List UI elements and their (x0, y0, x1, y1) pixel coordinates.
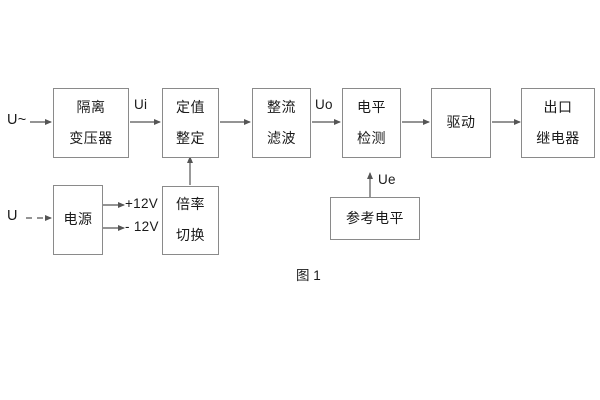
block-line: 隔离 (76, 98, 106, 115)
block-line: 切换 (176, 227, 205, 243)
block-line: 驱动 (446, 114, 476, 131)
block-line: 整定 (176, 129, 205, 146)
figure-caption: 图 1 (296, 268, 321, 283)
block-line: 滤波 (267, 129, 296, 146)
label-signal-uo: Uo (315, 97, 333, 112)
block-reference-level[interactable]: 参考电平 (330, 197, 420, 240)
block-multiplier-switch[interactable]: 倍率 切换 (162, 186, 219, 255)
block-isolation-transformer[interactable]: 隔离 变压器 (53, 88, 129, 158)
label-rail-positive: +12V (125, 196, 159, 211)
block-setting-value[interactable]: 定值 整定 (162, 88, 219, 158)
label-input-ac: U~ (7, 112, 27, 128)
block-line: 倍率 (176, 196, 205, 213)
label-signal-ue: Ue (378, 172, 396, 187)
block-drive[interactable]: 驱动 (431, 88, 491, 158)
label-rail-negative: - 12V (125, 219, 159, 234)
block-line: 检测 (357, 129, 386, 146)
block-rectify-filter[interactable]: 整流 滤波 (252, 88, 311, 158)
block-line: 变压器 (69, 129, 113, 146)
label-input-dc: U (7, 208, 18, 224)
block-line: 参考电平 (346, 209, 404, 226)
block-level-detect[interactable]: 电平 检测 (342, 88, 401, 158)
block-line: 电平 (357, 98, 386, 115)
block-output-relay[interactable]: 出口 继电器 (521, 88, 595, 158)
label-signal-ui: Ui (134, 97, 148, 112)
block-power-supply[interactable]: 电源 (53, 185, 103, 255)
block-line: 电源 (63, 211, 93, 228)
block-line: 出口 (543, 98, 573, 115)
block-line: 定值 (176, 98, 205, 115)
block-line: 继电器 (536, 129, 580, 146)
block-line: 整流 (267, 98, 296, 115)
